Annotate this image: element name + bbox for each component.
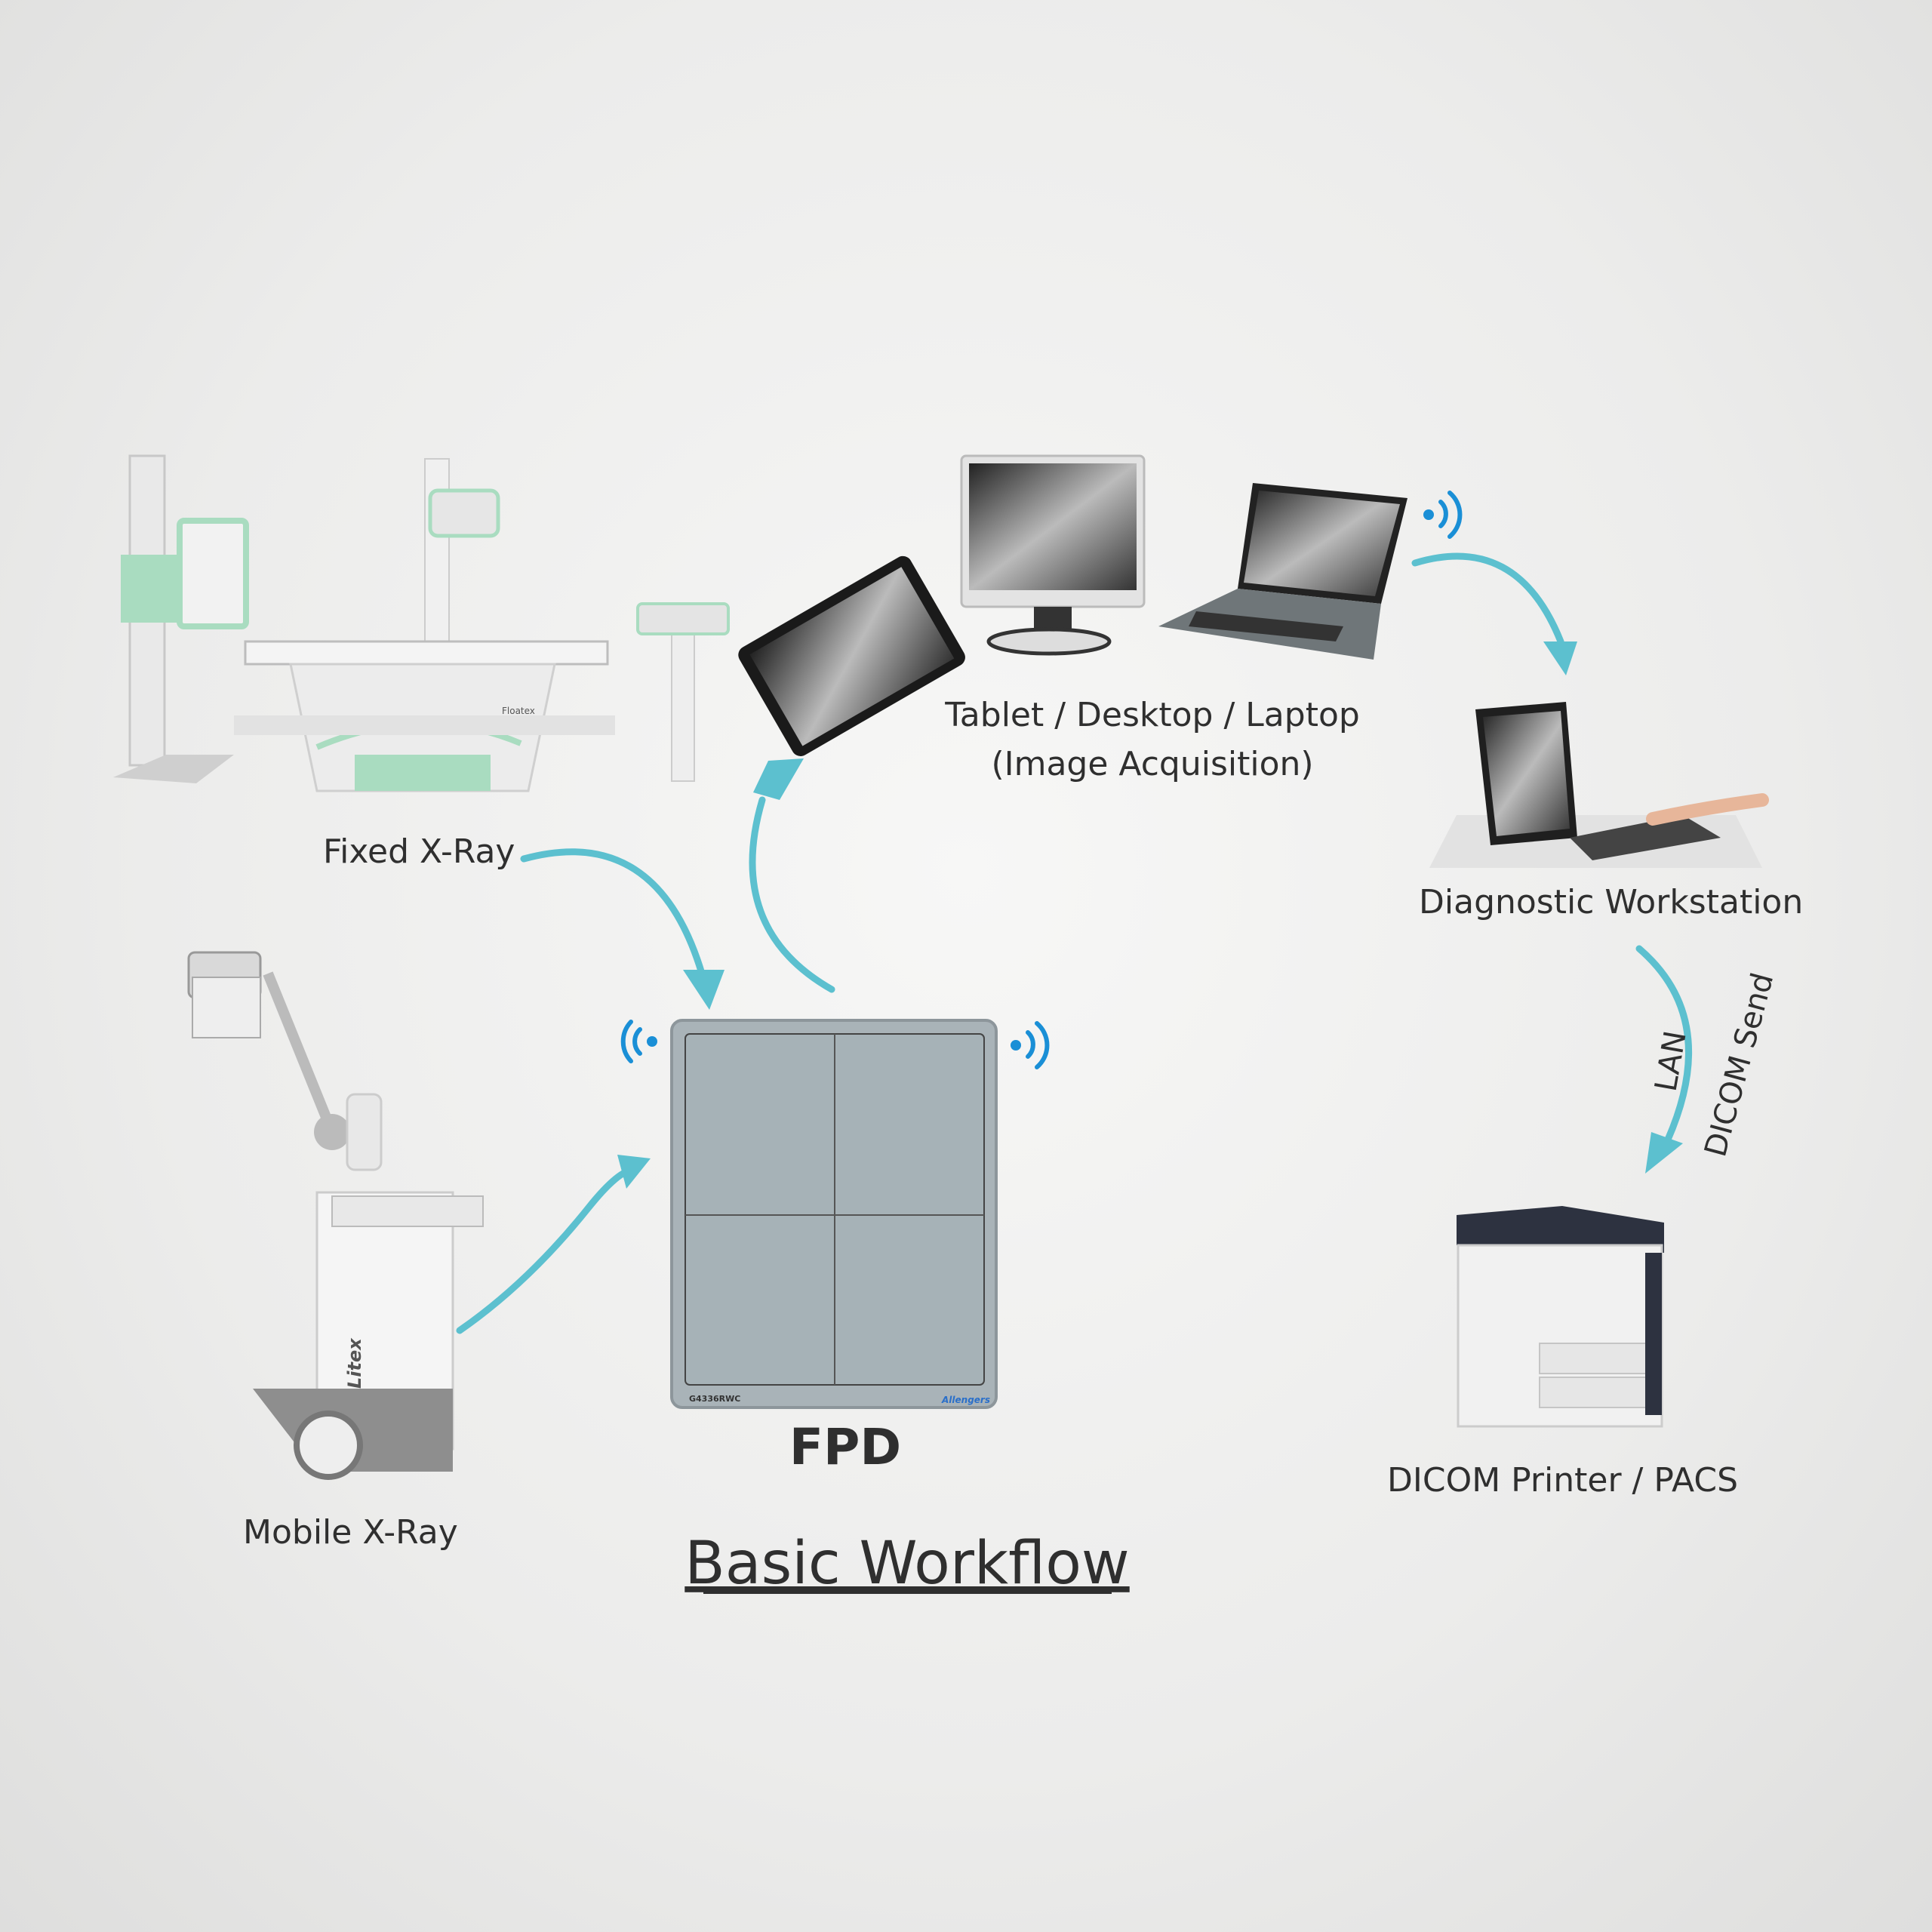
label-dicom-send: DICOM Send [1698,969,1780,1160]
fpd-panel: G4336RWC Allengers [670,1019,998,1409]
label-acquisition-sub: (Image Acquisition) [991,745,1313,783]
fpd-model-text: G4336RWC [689,1394,740,1404]
fpd-brand-text: Allengers [941,1395,990,1405]
diagnostic-workstation-device [1429,702,1769,868]
label-fixed-xray: Fixed X-Ray [323,832,515,871]
label-printer-pacs: DICOM Printer / PACS [1387,1461,1738,1500]
arrow-fixed-to-fpd [520,848,724,1010]
wifi-icon-fpd-left [620,1020,657,1063]
arrow-fpd-to-tablet [749,758,835,993]
tablet-device [738,555,965,756]
wifi-icon-fpd-right [1011,1021,1050,1069]
label-acquisition: Tablet / Desktop / Laptop [944,696,1360,734]
diagram-title: Basic Workflow [685,1530,1129,1598]
desktop-monitor [960,454,1146,656]
label-diagnostic-workstation: Diagnostic Workstation [1419,883,1803,921]
label-fpd: FPD [789,1418,901,1476]
fixed-brand-text: Floatex [502,706,535,716]
label-mobile-xray: Mobile X-Ray [243,1513,458,1552]
dicom-printer-device [1457,1206,1664,1428]
wifi-icon-laptop [1423,491,1463,539]
arrow-mobile-to-fpd [456,1155,651,1334]
mobile-brand-text: Litex [344,1337,365,1389]
laptop-device [1158,483,1407,660]
fixed-xray-device: Floatex [113,454,730,792]
arrow-workstation-to-printer [1635,945,1693,1174]
mobile-xray-device: Litex [187,951,484,1480]
arrow-laptop-to-workstation [1411,552,1577,675]
